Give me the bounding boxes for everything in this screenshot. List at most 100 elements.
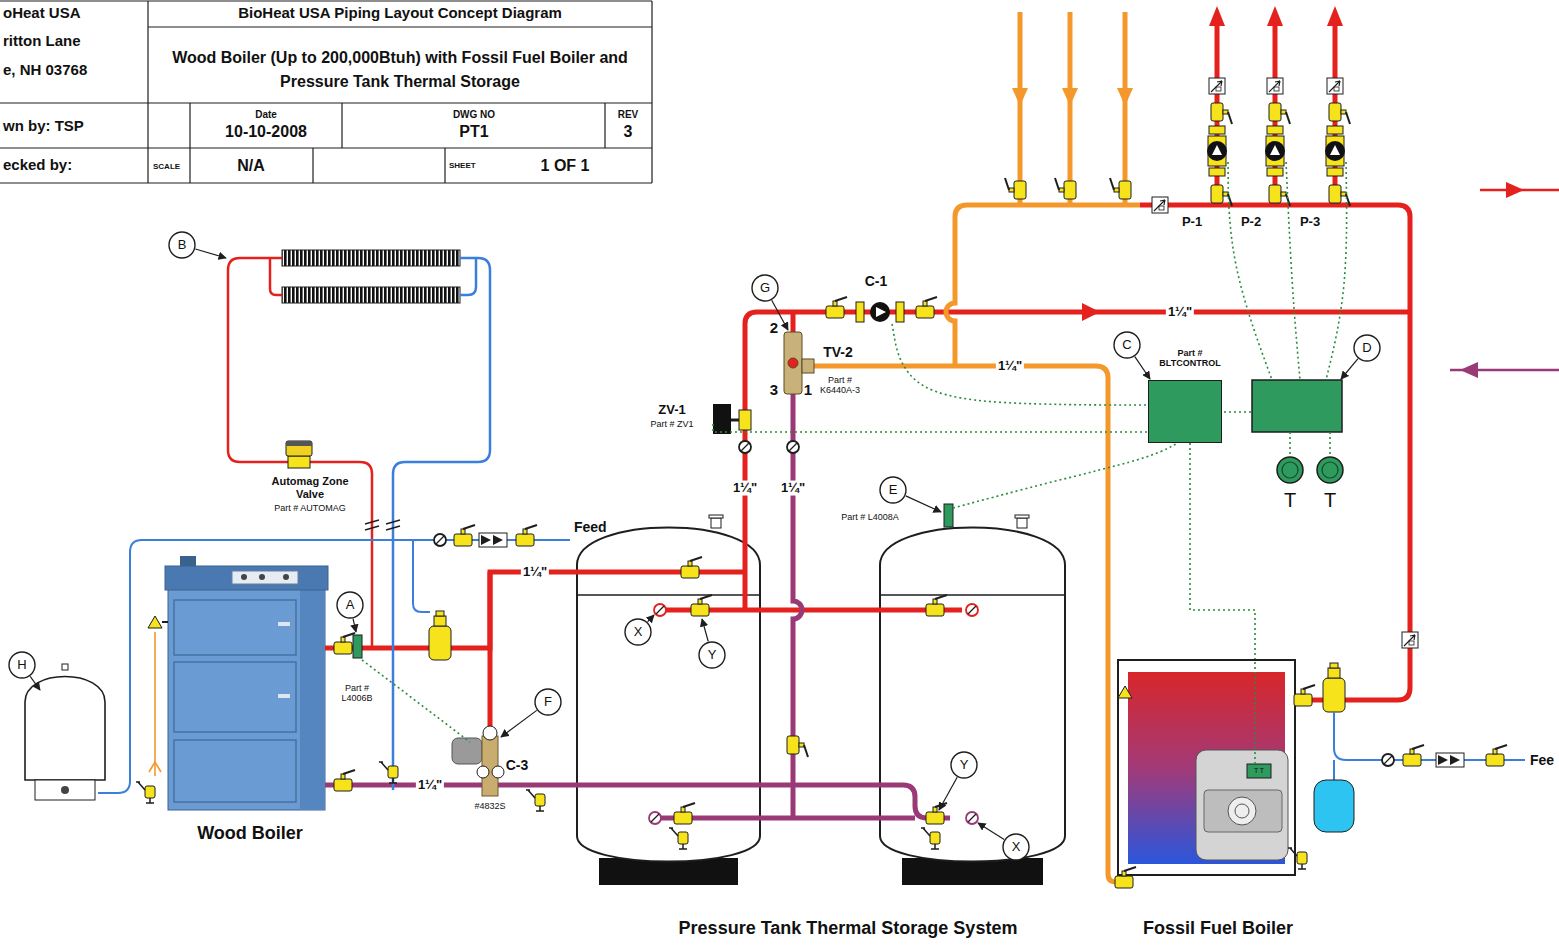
callout-marker [1003, 834, 1029, 860]
storage-tank [577, 528, 760, 862]
fossil-boiler-unit: Fossil Fuel Boiler [1100, 660, 1305, 940]
balancing-valve [1152, 197, 1168, 213]
loading-unit [452, 726, 504, 796]
supply-pipe [793, 312, 794, 334]
circulator-pump [870, 302, 890, 322]
ball-valve [926, 812, 944, 824]
ball-valve [1269, 185, 1281, 203]
loading-unit [483, 726, 497, 740]
field-name: DWG NO [453, 109, 495, 121]
ball-valve [916, 306, 934, 318]
port-number: 3 [770, 381, 778, 398]
control-wire [713, 424, 1148, 432]
pipe-size: 1¼" [731, 481, 759, 496]
ball-valve [343, 770, 355, 774]
ball-valve [1223, 192, 1228, 196]
line-name: Fee [1530, 752, 1554, 768]
control-wire [1289, 432, 1291, 457]
drain-valve [389, 778, 397, 783]
ball-valve [1346, 112, 1350, 124]
fossil-boiler [1118, 660, 1295, 875]
gauge [654, 604, 666, 616]
pipe-flange [1209, 126, 1225, 134]
company-name: oHeat USA [3, 4, 81, 21]
pipe-flange [1267, 126, 1283, 134]
callout-marker [625, 619, 651, 645]
control-wire [362, 660, 470, 742]
pipe-flange [1209, 168, 1225, 176]
gauge [968, 606, 976, 614]
callout-marker [699, 619, 725, 668]
zone-valve [286, 441, 312, 468]
ball-valve [1412, 745, 1424, 749]
return-pipe [340, 783, 570, 788]
storage-tank [880, 528, 1065, 886]
callout-marker [702, 619, 708, 642]
balancing-valve [1409, 641, 1414, 645]
zone-valve [286, 441, 312, 456]
expansion-tank [25, 664, 105, 800]
air-vent [1017, 518, 1027, 528]
zone-return-pipe [393, 258, 490, 790]
title-block [341, 103, 342, 148]
drain-valve [388, 766, 398, 778]
ball-valve [334, 779, 352, 791]
ball-valve [926, 595, 947, 616]
ball-valve [341, 637, 345, 642]
air-vent [711, 518, 721, 528]
flow-arrow [1012, 88, 1028, 106]
ball-valve [826, 297, 847, 318]
air-separator [1330, 663, 1338, 668]
radiator [282, 287, 460, 303]
ball-valve [1009, 188, 1014, 192]
control-wire [953, 444, 1176, 508]
drain-valve [1297, 852, 1307, 864]
callout-marker [337, 592, 363, 632]
air-separator [1328, 668, 1340, 678]
return-drop [1125, 12, 1126, 205]
ball-valve [925, 297, 937, 301]
fossil-boiler [1228, 797, 1256, 825]
temperature-sensor [944, 504, 953, 527]
feed-pipe [1334, 712, 1525, 760]
callout-letter: X [1012, 840, 1021, 855]
wood-boiler [168, 588, 325, 810]
pump-body [1208, 136, 1226, 166]
part-number: Part # K6440A-3 [814, 375, 866, 396]
drain-valve [678, 832, 688, 844]
wood-boiler [174, 662, 296, 732]
expansion-tank [1314, 780, 1354, 832]
ball-valve [1294, 694, 1312, 706]
ball-valve [1329, 103, 1350, 124]
return-header [946, 205, 1140, 366]
supply-pipe [745, 312, 1410, 610]
ball-valve [454, 525, 475, 546]
return-drop [1123, 12, 1128, 205]
relay-box [1252, 380, 1342, 432]
control-wire [1330, 432, 1331, 457]
ball-valve [1114, 188, 1119, 192]
circulator-pump [856, 302, 864, 322]
return-pipe [660, 816, 915, 821]
callout-letter: E [889, 483, 898, 498]
ball-valve [926, 604, 944, 616]
feed-pipe [98, 540, 570, 793]
ball-valve [683, 803, 695, 807]
drain-valve [930, 832, 940, 844]
balancing-valve [1209, 78, 1225, 94]
field-name: REV [618, 109, 639, 121]
ball-valve [1223, 110, 1228, 114]
wood-boiler [300, 588, 325, 810]
field-value: 3 [624, 123, 633, 141]
drain-valve [931, 844, 939, 849]
drain-valve [146, 798, 154, 803]
flow-arrow [1450, 362, 1559, 378]
control-wire [1326, 162, 1347, 380]
drawing-title: BioHeat USA Piping Layout Concept Diagra… [238, 4, 562, 21]
flow-arrow [1267, 6, 1283, 26]
drawn-by: wn by: TSP [3, 117, 84, 134]
union-fitting [386, 520, 400, 524]
relief-valve [148, 616, 168, 628]
callout-letter: F [544, 695, 552, 710]
